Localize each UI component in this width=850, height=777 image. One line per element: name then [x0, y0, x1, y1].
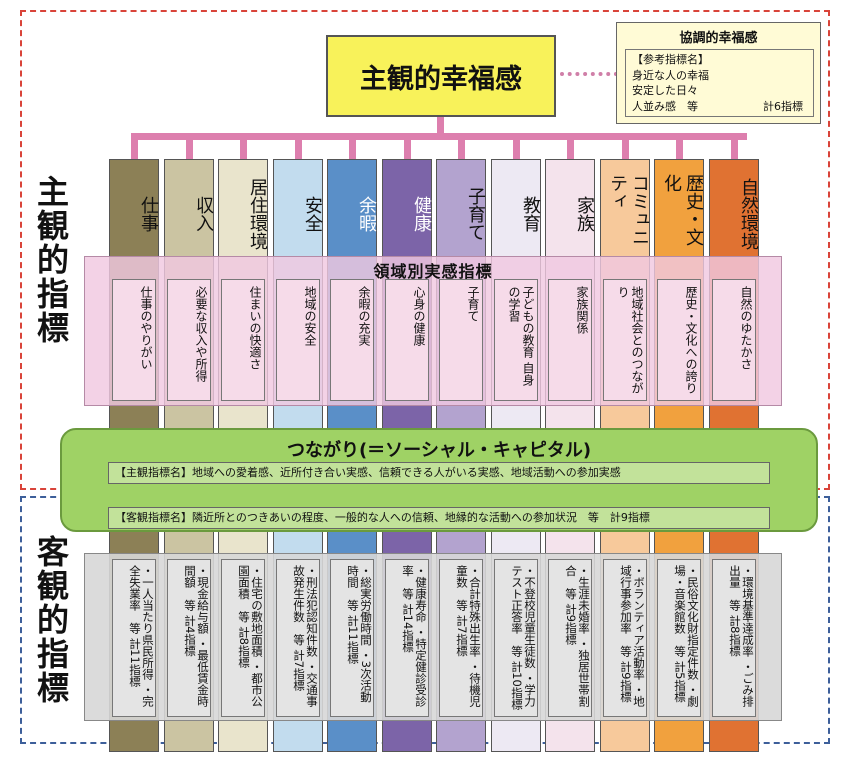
cooperative-line: 【参考指標名】	[632, 53, 709, 66]
domain-name: 居住環境	[247, 178, 268, 250]
subjective-indicator-box: 仕事のやりがい	[112, 279, 156, 401]
objective-indicator-box: ・住宅の敷地面積 ・都市公園面積 等 計8指標	[221, 559, 265, 717]
domain-name: 自然環境	[738, 178, 759, 250]
horizontal-connector	[131, 133, 747, 140]
drop-connector	[513, 133, 520, 160]
objective-indicator-box: ・現金給与額 ・最低賃金時間額 等 計4指標	[167, 559, 211, 717]
social-capital-objective-line: 【客観指標名】隣近所とのつきあいの程度、一般的な人への信頼、地縁的な活動への参加…	[108, 507, 770, 529]
drop-connector	[186, 133, 193, 160]
cooperative-line: 人並み感 等	[632, 99, 698, 113]
objective-indicator-box: ・合計特殊出生率 ・待機児童数 等 計7指標	[439, 559, 483, 717]
subjective-indicators-label: 主観的指標	[32, 175, 70, 345]
subjective-indicator-box: 子どもの教育 自身の学習	[494, 279, 538, 401]
domain-name: 仕事	[138, 196, 159, 232]
cooperative-title: 協調的幸福感	[679, 31, 758, 46]
drop-connector	[676, 133, 683, 160]
drop-connector	[731, 133, 738, 160]
drop-connector	[458, 133, 465, 160]
main-title: 主観的幸福感	[360, 63, 522, 95]
drop-connector	[349, 133, 356, 160]
objective-indicator-box: ・一人当たり県民所得 ・完全失業率 等 計11指標	[112, 559, 156, 717]
objective-indicator-box: ・民俗文化財指定件数 ・劇場・音楽館数 等 計5指標	[657, 559, 701, 717]
drop-connector	[240, 133, 247, 160]
objective-indicator-box: ・刑法犯認知件数 ・交通事故発生件数 等 計7指標	[276, 559, 320, 717]
subjective-indicator-box: 心身の健康	[385, 279, 429, 401]
social-capital-title: つながり(＝ソーシャル・キャピタル)	[286, 440, 592, 461]
regional-indicator-title: 領域別実感指標	[373, 262, 493, 281]
domain-name: 余暇	[356, 196, 377, 232]
subjective-indicator-box: 子育て	[439, 279, 483, 401]
subjective-indicator-box: 歴史・文化への誇り	[657, 279, 701, 401]
objective-indicators-label: 客観的指標	[32, 535, 70, 705]
subjective-indicator-box: 地域社会とのつながり	[603, 279, 647, 401]
domain-name: 健康	[411, 196, 432, 232]
drop-connector	[295, 133, 302, 160]
domain-name: 教育	[520, 196, 541, 232]
subjective-indicator-box: 余暇の充実	[330, 279, 374, 401]
domain-name: 安全	[302, 196, 323, 232]
trunk-connector	[437, 117, 444, 137]
cooperative-happiness-box: 協調的幸福感 【参考指標名】 身近な人の幸福 安定した日々 人並み感 等 計6指…	[616, 22, 821, 124]
objective-indicator-box: ・環境基準達成率 ・ごみ排出量 等 計8指標	[712, 559, 756, 717]
domain-name: 歴史・文化	[661, 174, 704, 246]
drop-connector	[622, 133, 629, 160]
cooperative-line: 身近な人の幸福	[632, 68, 709, 82]
domain-name: コミュニティ	[607, 174, 650, 246]
subjective-indicator-box: 家族関係	[548, 279, 592, 401]
objective-indicator-box: ・生涯未婚率 ・独居世帯割合 等 計9指標	[548, 559, 592, 717]
subjective-indicator-box: 住まいの快適さ	[221, 279, 265, 401]
drop-connector	[404, 133, 411, 160]
domain-name: 収入	[193, 196, 214, 232]
objective-indicator-box: ・総実労働時間 ・3次活動時間 等 計11指標	[330, 559, 374, 717]
cooperative-reference-list: 【参考指標名】 身近な人の幸福 安定した日々 人並み感 等 計6指標	[625, 49, 814, 117]
subjective-indicator-box: 自然のゆたかさ	[712, 279, 756, 401]
domain-name: 家族	[574, 196, 595, 232]
cooperative-line: 安定した日々	[632, 84, 698, 97]
domain-name: 子育て	[465, 187, 486, 241]
main-title-box: 主観的幸福感	[326, 35, 556, 117]
drop-connector	[567, 133, 574, 160]
objective-indicator-box: ・健康寿命 ・特定健診受診率 等 計14指標	[385, 559, 429, 717]
subjective-indicator-box: 必要な収入や所得	[167, 279, 211, 401]
dotted-connector	[560, 72, 618, 76]
social-capital-subjective-line: 【主観指標名】地域への愛着感、近所付き合い実感、信頼できる人がいる実感、地域活動…	[108, 462, 770, 484]
objective-indicator-box: ・不登校児童生徒数 ・学力テスト正答率 等 計10指標	[494, 559, 538, 717]
subjective-indicator-box: 地域の安全	[276, 279, 320, 401]
objective-indicator-box: ・ボランティア活動率 ・地域行事参加率 等 計9指標	[603, 559, 647, 717]
cooperative-total: 計6指標	[763, 99, 803, 113]
drop-connector	[131, 133, 138, 160]
